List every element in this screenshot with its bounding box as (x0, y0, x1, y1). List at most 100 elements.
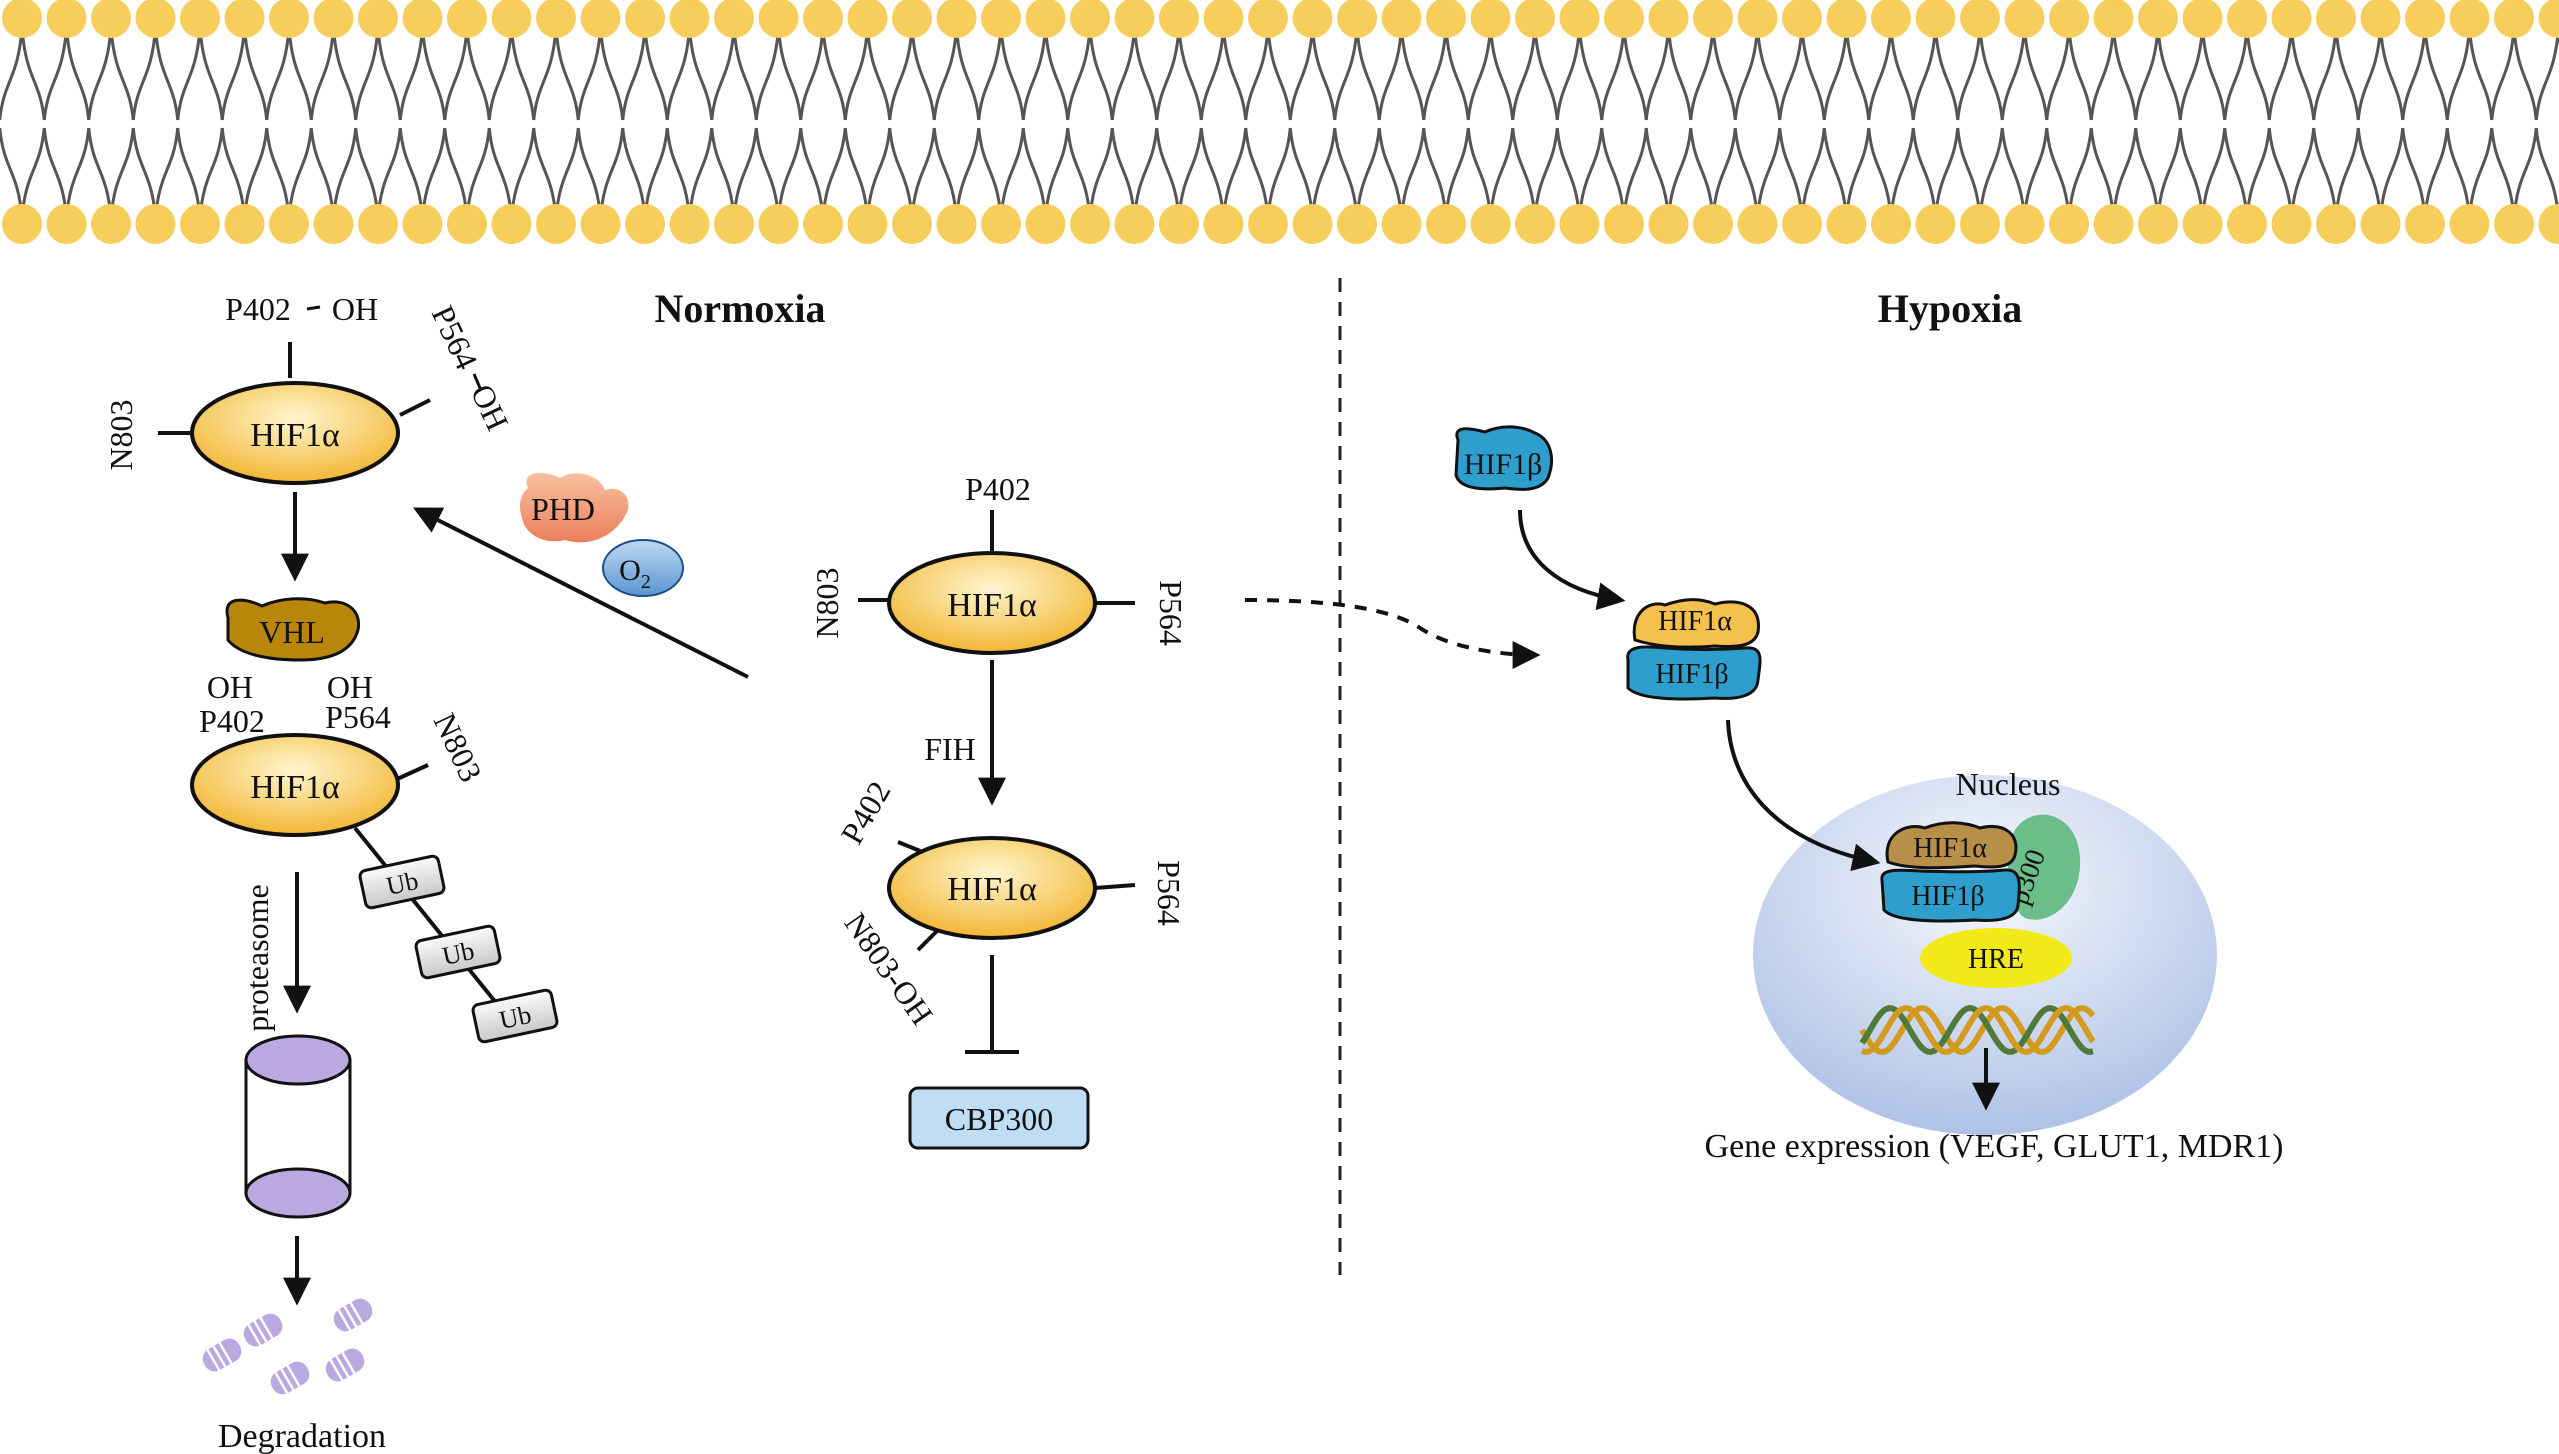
lipid-head (892, 0, 932, 38)
ubiquitin-2: Ub (414, 924, 502, 980)
lipid-head (1826, 0, 1867, 38)
lipid-head (1559, 0, 1600, 38)
lipid-head (1693, 0, 1733, 38)
lipid-head (180, 204, 220, 244)
lipid-head (1470, 204, 1511, 244)
cbp300-box (908, 1086, 1090, 1150)
lipid-head (1203, 0, 1244, 38)
ubiquitin-3: Ub (471, 988, 559, 1044)
lipid-head (2271, 0, 2312, 38)
n803-center-label: N803 (809, 567, 845, 638)
lipid-head (2, 204, 42, 244)
lipid-head (2049, 204, 2089, 244)
nucleus-label: Nucleus (1956, 766, 2061, 802)
lipid-head (224, 204, 265, 244)
lipid-head (2405, 204, 2445, 244)
hypoxia-title: Hypoxia (1878, 286, 2022, 331)
lipid-head (2316, 204, 2356, 244)
fih-label: FIH (924, 731, 976, 767)
peptide-fragment (202, 1338, 242, 1372)
lipid-head (1915, 0, 1956, 38)
lipid-head (625, 0, 665, 38)
lipid-head (2360, 0, 2401, 38)
hif1a-native (887, 551, 1097, 655)
hif1a-native-label: HIF1α (947, 587, 1037, 624)
dna-strand (1861, 1004, 2096, 1056)
lipid-head (1604, 204, 1644, 244)
lipid-head (1114, 0, 1155, 38)
oh-right: OH (327, 669, 373, 705)
lipid-head (1381, 0, 1422, 38)
lipid-head (2538, 204, 2559, 244)
p564-center-label: P564 (1153, 580, 1189, 646)
lipid-head (2138, 0, 2178, 38)
lipid-head (224, 0, 265, 38)
nuclear-hif1b-label: HIF1β (1911, 881, 1984, 912)
dimer-hif1a (1632, 598, 1760, 649)
lipid-head (1337, 204, 1377, 244)
proteasome (244, 1034, 352, 1219)
proteasome-label: proteasome (239, 884, 275, 1032)
hif1a-bound-label: HIF1α (250, 769, 340, 806)
lipid-head (1070, 204, 1110, 244)
lipid-head (1915, 204, 1956, 244)
lipid-head (2093, 0, 2134, 38)
lipid-head (2316, 0, 2356, 38)
dna-strand (1859, 1004, 2096, 1056)
cell-membrane (0, 0, 2559, 244)
lipid-head (135, 204, 176, 244)
lipid-head (1871, 204, 1911, 244)
lipid-head (1782, 0, 1822, 38)
lipid-head (91, 204, 131, 244)
nuclear-hif1a-label: HIF1α (1913, 833, 1987, 864)
lipid-head (1871, 0, 1911, 38)
peptide-fragment (325, 1348, 365, 1382)
dimer-hif1a-label: HIF1α (1658, 606, 1732, 637)
lipid-head (2049, 0, 2089, 38)
lipid-head (1648, 204, 1689, 244)
lipid-head (313, 0, 354, 38)
lipid-head (2538, 0, 2559, 38)
lipid-head (91, 0, 131, 38)
lipid-head (1559, 204, 1600, 244)
normoxia-title: Normoxia (654, 286, 825, 331)
lipid-head (2449, 204, 2490, 244)
lipid-head (2, 0, 42, 38)
dimer-hif1b-label: HIF1β (1655, 659, 1728, 690)
hre-element (1920, 928, 2072, 988)
lipid-head (1070, 0, 1110, 38)
lipid-head (2405, 0, 2445, 38)
lipid-head (1025, 0, 1066, 38)
lipid-head (758, 204, 799, 244)
hif1b-free (1454, 425, 1553, 491)
lipid-head (1470, 0, 1511, 38)
lipid-head (625, 204, 665, 244)
hif1a-n803-hydroxylated (887, 836, 1097, 940)
cbp300-label: CBP300 (945, 1101, 1053, 1137)
lipid-head (2227, 0, 2267, 38)
p402-bound-label: P402 (199, 703, 265, 739)
hif1a-vhl-bound (190, 733, 400, 837)
oh-left: OH (207, 669, 253, 705)
p300-protein (2007, 814, 2081, 920)
lipid-head (892, 204, 932, 244)
lipid-head (491, 0, 532, 38)
lipid-head (847, 0, 888, 38)
lipid-head (1381, 204, 1422, 244)
lipid-head (402, 204, 443, 244)
phd-enzyme (520, 472, 629, 543)
lipid-head (46, 0, 87, 38)
hif1a-n803oh-label: HIF1α (947, 871, 1037, 908)
lipid-head (2182, 0, 2223, 38)
lipid-head (1426, 204, 1466, 244)
lipid-head (1960, 0, 2000, 38)
lipid-head (2494, 204, 2534, 244)
o2-label: O2 (619, 554, 651, 593)
o2-molecule (602, 539, 684, 597)
lipid-head (714, 204, 754, 244)
arrow-hif1b-binding (1518, 509, 1626, 611)
lipid-head (1426, 0, 1466, 38)
p402-center-label: P402 (965, 471, 1031, 507)
lipid-head (46, 204, 87, 244)
